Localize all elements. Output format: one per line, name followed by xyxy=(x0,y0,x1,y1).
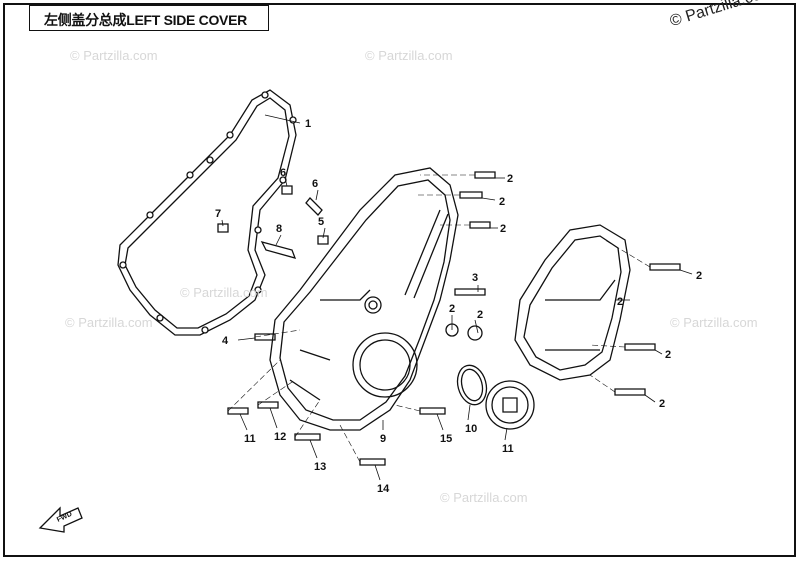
watermark-faint: © Partzilla.com xyxy=(180,285,268,300)
diagram-title-box: 左侧盖分总成LEFT SIDE COVER xyxy=(29,5,269,31)
callout-13: 6 xyxy=(280,167,286,179)
callout-6: 2 xyxy=(696,270,702,282)
callout-16: 8 xyxy=(276,223,282,235)
cap-4 xyxy=(485,380,535,430)
callout-9: 2 xyxy=(449,303,455,315)
callout-6: 2 xyxy=(659,398,665,410)
bolts xyxy=(217,171,681,466)
callout-2: 12 xyxy=(274,431,286,443)
callout-2: 13 xyxy=(314,461,326,473)
callout-10: 3 xyxy=(472,272,478,284)
callout-11: 4 xyxy=(222,335,229,347)
callout-2: 14 xyxy=(377,483,390,495)
callout-2: 11 xyxy=(244,433,256,445)
callout-4: 11 xyxy=(502,443,514,455)
o-ring-3 xyxy=(456,364,488,406)
callout-7: 2 xyxy=(665,349,671,361)
callout-2: 2 xyxy=(507,173,513,185)
watermark-faint: © Partzilla.com xyxy=(70,48,158,63)
callout-2: 2 xyxy=(499,196,505,208)
callout-8: 2 xyxy=(477,309,483,321)
callout-1: 9 xyxy=(380,433,386,445)
diagram-frame xyxy=(3,3,796,557)
fwd-arrow-icon xyxy=(38,506,83,533)
callout-11: 5 xyxy=(318,216,324,228)
callout-2: 2 xyxy=(500,223,506,235)
callout-5: 2 xyxy=(617,296,623,308)
diagram-title: 左侧盖分总成LEFT SIDE COVER xyxy=(44,12,247,28)
callout-2: 15 xyxy=(440,433,452,445)
callout-14: 1 xyxy=(305,118,311,130)
left-side-cover-1 xyxy=(269,167,459,431)
plug-8 xyxy=(467,325,483,341)
watermark-faint: © Partzilla.com xyxy=(65,315,153,330)
watermark-faint: © Partzilla.com xyxy=(365,48,453,63)
watermark-faint: © Partzilla.com xyxy=(440,490,528,505)
callout-3: 10 xyxy=(465,423,477,435)
watermark-faint: © Partzilla.com xyxy=(670,315,758,330)
small-cover-5 xyxy=(514,224,631,381)
callout-15: 7 xyxy=(215,208,221,220)
fwd-label: FWD xyxy=(56,511,73,524)
callout-12: 6 xyxy=(312,178,318,190)
